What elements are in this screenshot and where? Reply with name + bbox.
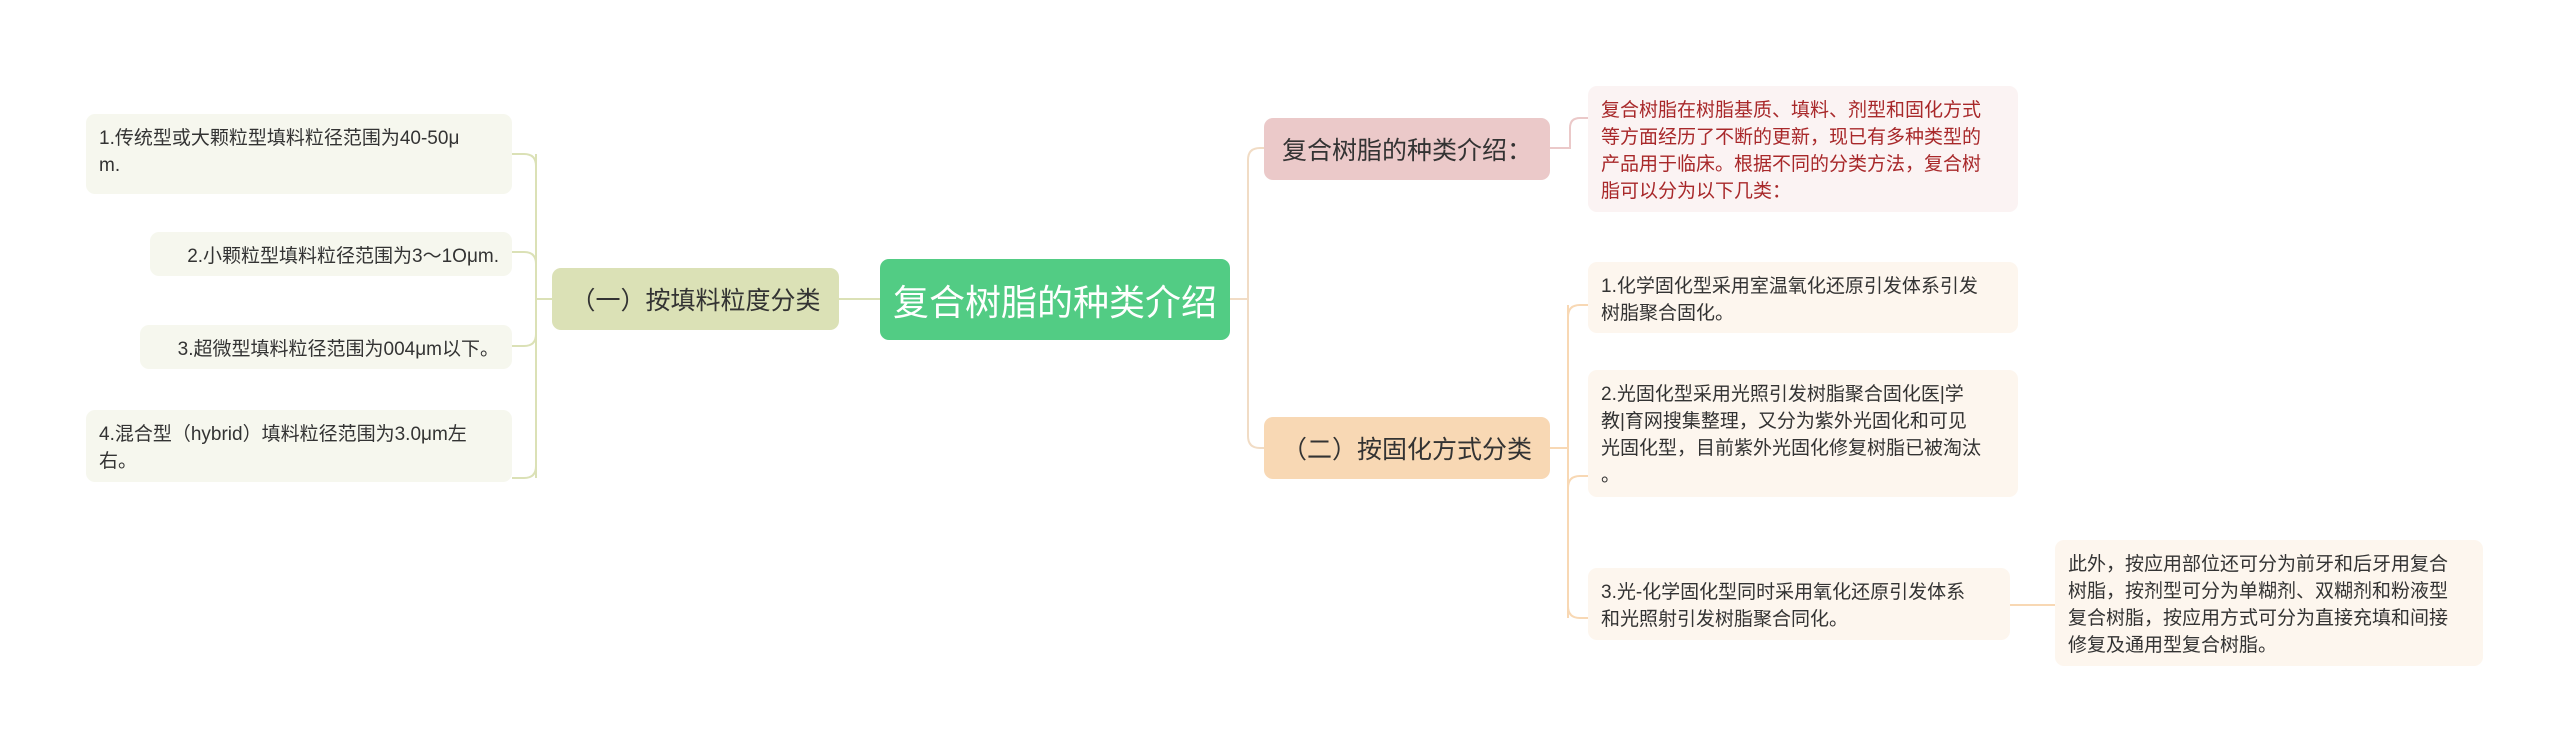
- filler-leaf-3[interactable]: 3.超微型填料粒径范围为004μm以下。: [140, 325, 512, 369]
- curing-leaf-2[interactable]: 2.光固化型采用光照引发树脂聚合固化医|学 教|育网搜集整理，又分为紫外光固化和…: [1588, 370, 2018, 497]
- filler-leaf-4[interactable]: 4.混合型（hybrid）填料粒径范围为3.0μm左 右。: [86, 410, 512, 482]
- link-intro-note: [1550, 117, 1588, 149]
- curing-leaf-3[interactable]: 3.光-化学固化型同时采用氧化还原引发体系 和光照射引发树脂聚合同化。: [1588, 568, 2010, 640]
- branch-filler-size[interactable]: （一）按填料粒度分类: [552, 268, 839, 330]
- filler-leaf-2[interactable]: 2.小颗粒型填料粒径范围为3～1Oμm.: [150, 232, 512, 276]
- root-topic[interactable]: 复合树脂的种类介绍: [880, 259, 1230, 340]
- link-root-cure: [1230, 298, 1264, 449]
- intro-note[interactable]: 复合树脂在树脂基质、填料、剂型和固化方式 等方面经历了不断的更新，现已有多种类型…: [1588, 86, 2018, 212]
- branch-curing-method[interactable]: （二）按固化方式分类: [1264, 417, 1550, 479]
- branch-intro[interactable]: 复合树脂的种类介绍：: [1264, 118, 1550, 180]
- link-filler-leaves: [535, 154, 552, 478]
- curing-leaf-1[interactable]: 1.化学固化型采用室温氧化还原引发体系引发 树脂聚合固化。: [1588, 262, 2018, 333]
- filler-leaf-1[interactable]: 1.传统型或大颗粒型填料粒径范围为40-50μ m.: [86, 114, 512, 194]
- link-root-intro: [1230, 147, 1264, 300]
- curing-extra-note[interactable]: 此外，按应用部位还可分为前牙和后牙用复合 树脂，按剂型可分为单糊剂、双糊剂和粉液…: [2055, 540, 2483, 666]
- link-cure-leaves: [1550, 305, 1569, 618]
